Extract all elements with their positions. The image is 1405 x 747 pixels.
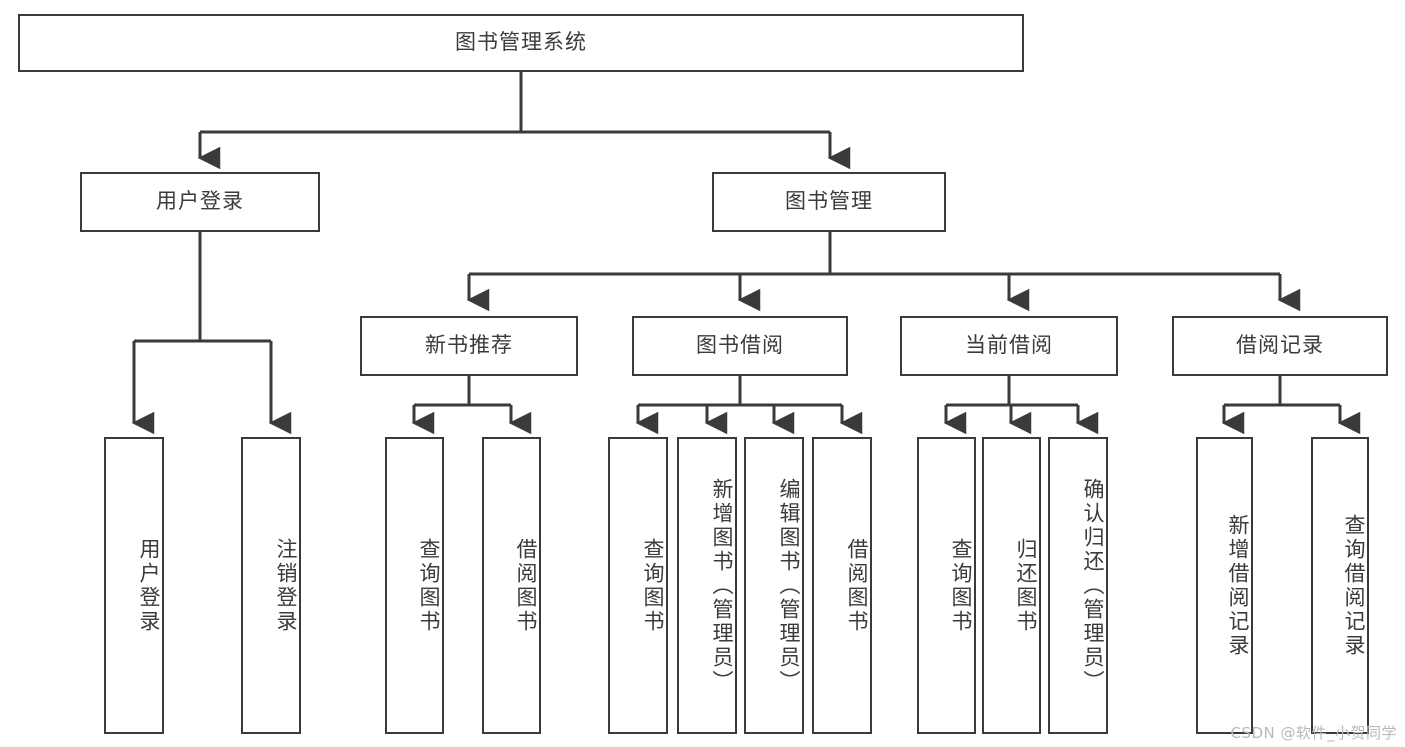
- node-user-login[interactable]: 用户登录: [80, 172, 320, 232]
- node-book-manage-label: 图书管理: [785, 189, 873, 214]
- node-root[interactable]: 图书管理系统: [18, 14, 1024, 72]
- node-book-borrow-label: 图书借阅: [696, 333, 784, 358]
- node-leaf-query-book-1[interactable]: 查询图书: [385, 437, 444, 734]
- node-root-label: 图书管理系统: [455, 30, 587, 55]
- csdn-watermark: CSDN @软件_小贺同学: [1230, 724, 1397, 742]
- node-current-borrow[interactable]: 当前借阅: [900, 316, 1118, 376]
- node-leaf-query-book-3-label: 查询图书: [949, 537, 973, 634]
- node-leaf-return-book[interactable]: 归还图书: [982, 437, 1041, 734]
- node-borrow-record-label: 借阅记录: [1236, 333, 1324, 358]
- node-new-book-recommend[interactable]: 新书推荐: [360, 316, 578, 376]
- node-user-login-label: 用户登录: [156, 189, 244, 214]
- node-leaf-add-record-label: 新增借阅记录: [1226, 513, 1250, 658]
- node-leaf-edit-book[interactable]: 编辑图书（管理员）: [744, 437, 804, 734]
- node-leaf-confirm-return[interactable]: 确认归还（管理员）: [1048, 437, 1108, 734]
- node-leaf-query-book-1-label: 查询图书: [417, 537, 441, 634]
- node-book-borrow[interactable]: 图书借阅: [632, 316, 848, 376]
- node-leaf-borrow-book-1[interactable]: 借阅图书: [482, 437, 541, 734]
- node-leaf-query-book-3[interactable]: 查询图书: [917, 437, 976, 734]
- node-leaf-query-record-label: 查询借阅记录: [1342, 513, 1366, 658]
- node-leaf-add-book-label: 新增图书（管理员）: [710, 477, 734, 694]
- node-leaf-borrow-book-2[interactable]: 借阅图书: [812, 437, 872, 734]
- node-leaf-return-book-label: 归还图书: [1014, 537, 1038, 634]
- node-leaf-logout[interactable]: 注销登录: [241, 437, 301, 734]
- node-new-book-recommend-label: 新书推荐: [425, 333, 513, 358]
- node-book-manage[interactable]: 图书管理: [712, 172, 946, 232]
- node-leaf-edit-book-label: 编辑图书（管理员）: [777, 477, 801, 694]
- node-leaf-user-login-label: 用户登录: [137, 537, 161, 634]
- node-leaf-add-record[interactable]: 新增借阅记录: [1196, 437, 1253, 734]
- node-current-borrow-label: 当前借阅: [965, 333, 1053, 358]
- node-leaf-add-book[interactable]: 新增图书（管理员）: [677, 437, 737, 734]
- node-leaf-confirm-return-label: 确认归还（管理员）: [1081, 477, 1105, 694]
- node-leaf-query-book-2[interactable]: 查询图书: [608, 437, 668, 734]
- node-leaf-query-record[interactable]: 查询借阅记录: [1311, 437, 1369, 734]
- node-leaf-borrow-book-2-label: 借阅图书: [845, 537, 869, 634]
- node-borrow-record[interactable]: 借阅记录: [1172, 316, 1388, 376]
- node-leaf-borrow-book-1-label: 借阅图书: [514, 537, 538, 634]
- node-leaf-logout-label: 注销登录: [274, 537, 298, 634]
- node-leaf-user-login[interactable]: 用户登录: [104, 437, 164, 734]
- node-leaf-query-book-2-label: 查询图书: [641, 537, 665, 634]
